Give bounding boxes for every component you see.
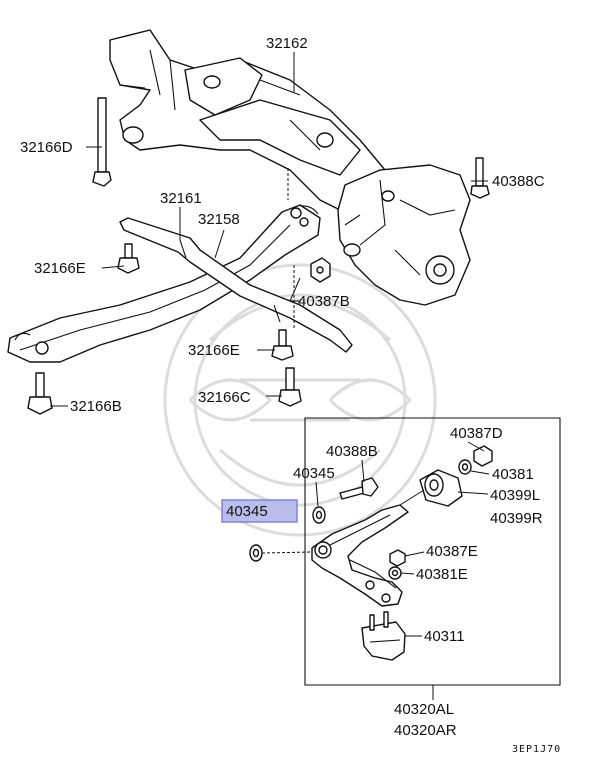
lower-control-arm: [311, 504, 409, 607]
washer-icon: [249, 544, 263, 562]
bolt-icon: [470, 157, 490, 199]
part-label[interactable]: 40387D: [450, 425, 503, 442]
nut-icon: [473, 445, 493, 467]
bolt-icon: [271, 329, 294, 361]
part-label[interactable]: 40388B: [326, 443, 378, 460]
washer-icon: [458, 459, 472, 475]
part-label[interactable]: 40320AL: [394, 701, 454, 718]
part-label[interactable]: 32166E: [188, 342, 240, 359]
part-label[interactable]: 32166D: [20, 139, 73, 156]
watermark-emblem: [163, 263, 437, 537]
washer-icon: [312, 506, 326, 524]
diagram-code: 3EP1J70: [512, 744, 561, 755]
part-label[interactable]: 40320AR: [394, 722, 457, 739]
part-label[interactable]: 32162: [266, 35, 308, 52]
part-label[interactable]: 40399R: [490, 510, 543, 527]
bolt-icon: [27, 372, 53, 415]
part-label[interactable]: 40345: [293, 465, 335, 482]
washer-icon: [388, 566, 402, 580]
part-label-selected[interactable]: 40345: [226, 503, 268, 520]
nut-icon: [389, 549, 406, 567]
part-label[interactable]: 32166E: [34, 260, 86, 277]
part-label[interactable]: 40387E: [426, 543, 478, 560]
part-label[interactable]: 32161: [160, 190, 202, 207]
ball-joint-icon: [361, 611, 406, 661]
selected-part-highlight[interactable]: [221, 499, 298, 523]
part-label[interactable]: 40387B: [298, 293, 350, 310]
part-label[interactable]: 32166B: [70, 398, 122, 415]
part-label[interactable]: 40381E: [416, 566, 468, 583]
bolt-icon: [339, 477, 379, 500]
bolt-icon: [92, 97, 112, 187]
leader-lines: [50, 52, 490, 700]
part-label[interactable]: 32166C: [198, 389, 251, 406]
lower-arm-group-box: [304, 417, 561, 686]
part-label[interactable]: 40381: [492, 466, 534, 483]
reinforcement-strap: [119, 217, 353, 353]
steering-knuckle: [337, 164, 471, 306]
part-label[interactable]: 32158: [198, 211, 240, 228]
part-label[interactable]: 40388C: [492, 173, 545, 190]
bolt-icon: [117, 243, 140, 274]
nut-icon: [310, 257, 331, 283]
crossmember-brace: [7, 204, 321, 363]
bushing-icon: [419, 469, 463, 507]
part-label[interactable]: 40399L: [490, 487, 540, 504]
subframe-crossmember: [109, 29, 386, 216]
bolt-icon: [278, 367, 302, 407]
part-label[interactable]: 40311: [424, 628, 465, 645]
